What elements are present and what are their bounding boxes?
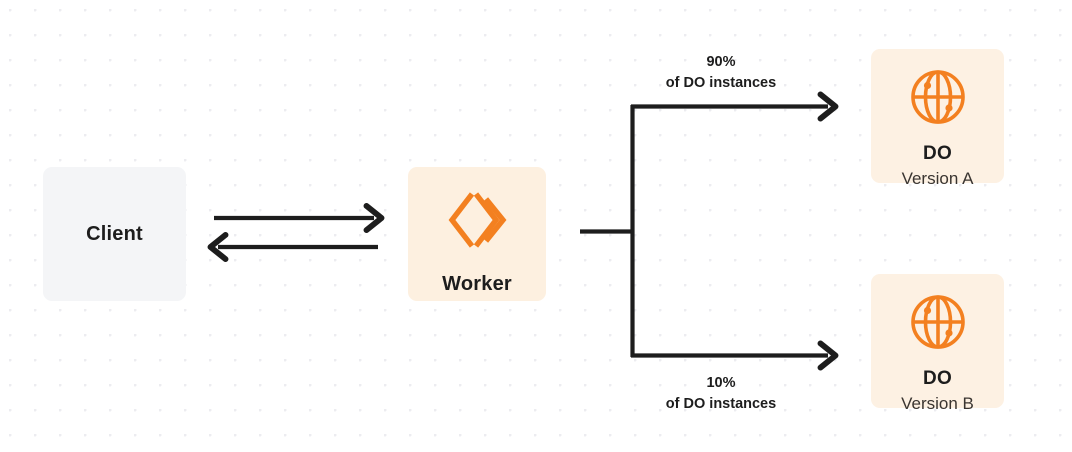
edge-label-do-a-percent: 90% [706, 54, 736, 70]
node-do-version-b[interactable]: DO Version B [871, 274, 1004, 413]
cloudflare-workers-icon [446, 189, 508, 251]
node-worker[interactable]: Worker [408, 167, 546, 301]
do-b-name: DO [923, 368, 952, 389]
edge-label-do-a: 90% of DO instances [635, 52, 807, 93]
do-a-version: Version A [901, 169, 974, 188]
worker-label: Worker [442, 273, 512, 295]
edge-label-do-b: 10% of DO instances [635, 373, 807, 414]
client-label: Client [86, 222, 143, 245]
globe-icon [909, 68, 967, 126]
do-a-name: DO [923, 143, 952, 164]
edge-label-do-b-detail: of DO instances [665, 395, 777, 412]
globe-icon [909, 293, 967, 351]
edge-label-do-b-percent: 10% [706, 375, 736, 391]
node-client[interactable]: Client [43, 167, 186, 301]
edge-label-do-a-detail: of DO instances [665, 74, 777, 91]
node-do-version-a[interactable]: DO Version A [871, 49, 1004, 188]
do-b-version: Version B [901, 394, 974, 413]
